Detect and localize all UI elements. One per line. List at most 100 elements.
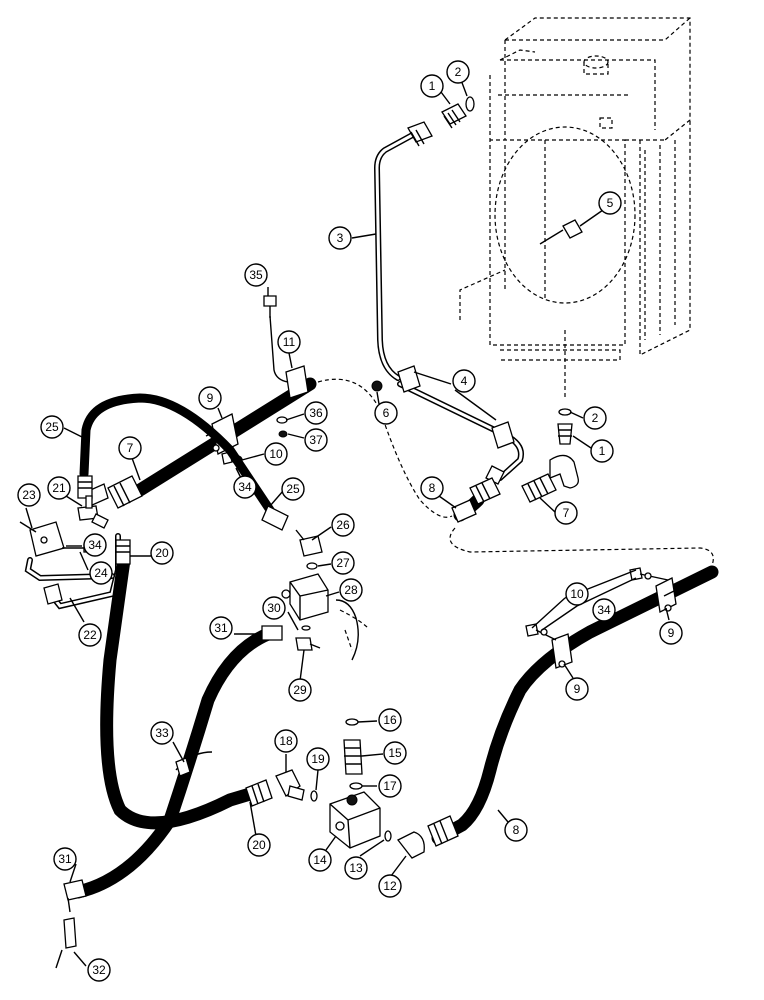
callout-31-lower: 31: [53, 847, 77, 871]
callout-5: 5: [598, 191, 622, 215]
oring-13: [384, 830, 392, 842]
callout-12: 12: [378, 874, 402, 898]
svg-text:25: 25: [45, 420, 59, 434]
valve-cartridge-15: [343, 739, 363, 775]
callout-31-upper: 31: [209, 616, 233, 640]
callout-14: 14: [308, 848, 332, 872]
callout-35: 35: [244, 263, 268, 287]
callout-23: 23: [17, 483, 41, 507]
svg-text:31: 31: [58, 852, 72, 866]
callout-9-left: 9: [198, 386, 222, 410]
svg-text:6: 6: [383, 406, 390, 420]
svg-text:14: 14: [313, 853, 327, 867]
svg-text:7: 7: [563, 506, 570, 520]
bracket-23: [19, 521, 65, 557]
callout-22: 22: [78, 623, 102, 647]
oring-17: [349, 782, 363, 790]
tee-fitting-21: [77, 495, 109, 529]
oring-27: [306, 562, 318, 570]
callout-20-upper: 20: [150, 541, 174, 565]
callout-24: 24: [89, 561, 113, 585]
svg-text:8: 8: [513, 823, 520, 837]
cooler-tube: [373, 121, 433, 381]
svg-text:33: 33: [155, 726, 169, 740]
svg-text:34: 34: [238, 480, 252, 494]
valve-body-14: [329, 791, 381, 849]
oring-fitting-29-30: [295, 625, 321, 651]
svg-text:1: 1: [599, 444, 606, 458]
callout-20-lower: 20: [247, 833, 271, 857]
svg-text:4: 4: [461, 374, 468, 388]
callout-2-upper: 2: [446, 60, 470, 84]
svg-text:13: 13: [349, 861, 363, 875]
callout-34-tee: 34: [83, 533, 107, 557]
callout-13: 13: [344, 856, 368, 880]
svg-text:34: 34: [597, 603, 611, 617]
hose-20: [100, 539, 273, 830]
callout-37: 37: [304, 428, 328, 452]
callout-15: 15: [383, 741, 407, 765]
radiator-outline: [459, 17, 691, 400]
callout-7-left: 7: [118, 436, 142, 460]
callout-34-left: 34: [233, 475, 257, 499]
callout-25-right: 25: [281, 477, 305, 501]
svg-text:10: 10: [570, 587, 584, 601]
callout-8-upper: 8: [420, 476, 444, 500]
radiator-side-fitting: [539, 219, 583, 245]
callout-1-upper: 1: [420, 74, 444, 98]
callout-33: 33: [150, 721, 174, 745]
callout-2-lower: 2: [583, 406, 607, 430]
svg-text:10: 10: [269, 447, 283, 461]
oring-19: [310, 790, 318, 802]
callout-17: 17: [378, 774, 402, 798]
callout-29: 29: [288, 678, 312, 702]
callout-10-right: 10: [565, 582, 589, 606]
bolt-35: [263, 295, 277, 318]
svg-text:27: 27: [336, 556, 350, 570]
fitting-26: [295, 529, 323, 557]
svg-text:20: 20: [252, 838, 266, 852]
upper-radiator-fitting: [441, 96, 475, 129]
callout-27: 27: [331, 551, 355, 575]
svg-text:9: 9: [574, 682, 581, 696]
fitting-32: [55, 917, 77, 969]
hose-8-lower: [397, 565, 719, 859]
callout-34-right: 34: [592, 598, 616, 622]
fitting-18: [275, 769, 305, 801]
nut-6: [371, 380, 383, 392]
svg-text:9: 9: [668, 626, 675, 640]
svg-text:11: 11: [283, 335, 296, 349]
callout-9-right-lower: 9: [565, 677, 589, 701]
clamp-bracket-11: [269, 315, 309, 399]
hose-25-loop: [77, 393, 289, 531]
svg-text:23: 23: [22, 488, 36, 502]
svg-text:37: 37: [309, 433, 323, 447]
hose-8-route: [317, 378, 453, 518]
svg-text:22: 22: [83, 628, 97, 642]
svg-text:31: 31: [214, 621, 228, 635]
callout-16: 16: [378, 708, 402, 732]
svg-text:7: 7: [127, 441, 134, 455]
callout-11: 11: [277, 330, 301, 354]
callout-28: 28: [339, 578, 363, 602]
callout-9-right-upper: 9: [659, 621, 683, 645]
svg-text:8: 8: [429, 481, 436, 495]
svg-text:12: 12: [383, 879, 397, 893]
valve-block-28: [281, 573, 369, 661]
svg-text:19: 19: [311, 752, 325, 766]
svg-text:35: 35: [249, 268, 263, 282]
callout-8-lower: 8: [504, 818, 528, 842]
nuts-36-37: [276, 416, 288, 438]
svg-text:21: 21: [52, 481, 66, 495]
svg-text:32: 32: [92, 963, 106, 977]
svg-text:28: 28: [344, 583, 358, 597]
svg-text:2: 2: [455, 65, 462, 79]
svg-text:29: 29: [293, 683, 307, 697]
return-tube: [397, 365, 524, 485]
callout-18: 18: [274, 729, 298, 753]
lower-radiator-fitting: [557, 408, 573, 445]
svg-text:18: 18: [279, 734, 293, 748]
svg-text:30: 30: [267, 601, 281, 615]
hose-31: [63, 625, 283, 913]
